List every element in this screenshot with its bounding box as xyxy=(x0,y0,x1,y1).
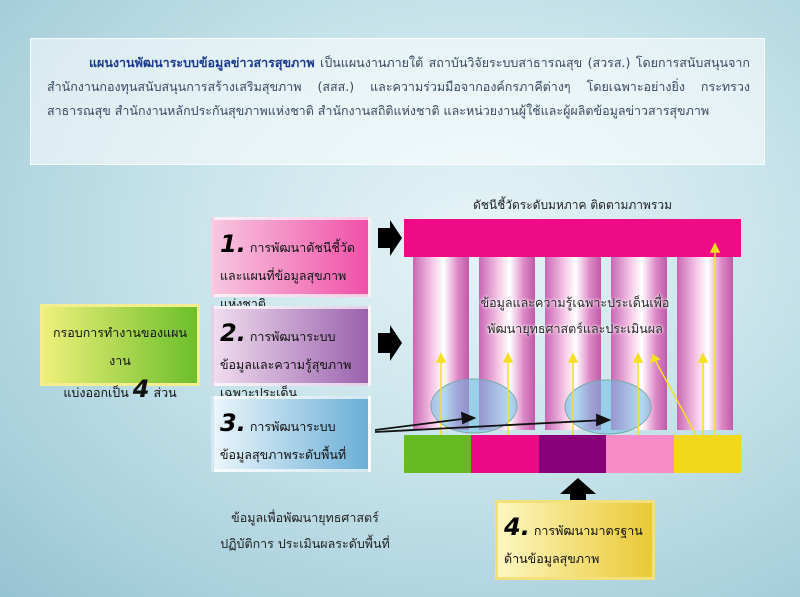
part-text: การพัฒนามาตรฐานด้านข้อมูลสุขภาพ xyxy=(504,523,643,566)
base-segment xyxy=(606,435,674,473)
part-number: 2. xyxy=(220,319,246,347)
framework-number: 4 xyxy=(132,375,150,403)
center-label: ข้อมูลและความรู้เฉพาะประเด็นเพื่อ พัฒนาย… xyxy=(430,290,720,342)
framework-line2b: ส่วน xyxy=(153,385,177,400)
base-segment xyxy=(673,435,741,473)
framework-line2a: แบ่งออกเป็น xyxy=(63,385,129,400)
framework-line1: กรอบการทำงานของแผนงาน xyxy=(52,325,188,368)
part-1-box: 1.การพัฒนาดัชนีชี้วัดและแผนที่ข้อมูลสุขภ… xyxy=(211,217,371,311)
framework-box: กรอบการทำงานของแผนงาน แบ่งออกเป็น 4 ส่วน xyxy=(40,304,200,403)
base-segment xyxy=(471,435,539,473)
center-label-line2: พัฒนายุทธศาสตร์และประเมินผล xyxy=(487,321,663,336)
local-label: ข้อมูลเพื่อพัฒนายุทธศาสตร์ ปฏิบัติการ ปร… xyxy=(205,505,405,557)
part-2-box: 2.การพัฒนาระบบข้อมูลและความรู้สุขภาพเฉพา… xyxy=(211,306,371,400)
part-text: การพัฒนาดัชนีชี้วัดและแผนที่ข้อมูลสุขภาพ… xyxy=(220,240,355,311)
part-text: การพัฒนาระบบข้อมูลสุขภาพระดับพื้นที่ xyxy=(220,419,347,462)
part-4-box: 4.การพัฒนามาตรฐานด้านข้อมูลสุขภาพ xyxy=(495,500,655,580)
macro-index-bar xyxy=(404,219,741,257)
part-3-box: 3.การพัฒนาระบบข้อมูลสุขภาพระดับพื้นที่ xyxy=(211,396,371,472)
pillar xyxy=(677,240,733,430)
arrow-right-icon xyxy=(378,325,402,361)
local-label-line2: ปฏิบัติการ ประเมินผลระดับพื้นที่ xyxy=(220,536,390,551)
local-label-line1: ข้อมูลเพื่อพัฒนายุทธศาสตร์ xyxy=(231,510,379,525)
base-segment xyxy=(538,435,607,473)
base-segment xyxy=(404,435,472,473)
arrow-right-icon xyxy=(378,220,402,256)
center-label-line1: ข้อมูลและความรู้เฉพาะประเด็นเพื่อ xyxy=(480,295,670,310)
arrow-up-icon xyxy=(560,478,596,500)
intro-title: แผนงานพัฒนาระบบข้อมูลข่าวสารสุขภาพ xyxy=(89,55,315,70)
part-number: 3. xyxy=(220,409,246,437)
part-number: 1. xyxy=(220,230,246,258)
part-number: 4. xyxy=(504,513,530,541)
intro-body: เป็นแผนงานภายใต้ สถาบันวิจัยระบบสาธารณสุ… xyxy=(47,55,750,118)
top-label: ดัชนีชี้วัดระดับมหภาค ติดตามภาพรวม xyxy=(472,198,673,212)
intro-panel: แผนงานพัฒนาระบบข้อมูลข่าวสารสุขภาพ เป็นแ… xyxy=(30,38,765,165)
